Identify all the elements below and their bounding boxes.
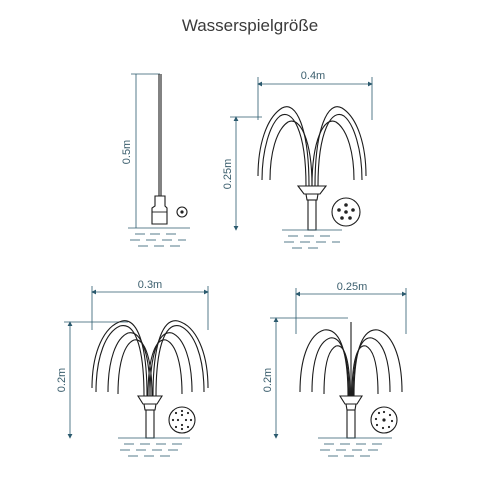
water-surface — [282, 229, 342, 249]
nozzle-head — [296, 185, 328, 195]
page-title: Wasserspielgröße — [181, 16, 319, 35]
nozzle-top-view — [168, 406, 196, 434]
nozzle-top-view — [331, 197, 361, 227]
nozzle-head — [137, 395, 163, 405]
nozzle-stem — [307, 199, 317, 231]
water-surface — [128, 227, 190, 247]
nozzle-collar — [305, 193, 319, 201]
height-label: 0.25m — [222, 159, 234, 190]
height-label: 0.2m — [262, 368, 274, 392]
nozzle-stem — [145, 409, 155, 439]
nozzle-top-view — [370, 406, 398, 434]
height-label: 0.5m — [121, 140, 133, 164]
width-label: 0.4m — [301, 70, 325, 82]
width-label: 0.3m — [138, 279, 162, 291]
figure-crown: 0.25m 0.2m — [262, 281, 407, 457]
figure-tulip-small: 0.3m 0.2m — [56, 279, 209, 457]
figure-single-jet: 0.5m — [121, 73, 190, 247]
nozzle-head — [339, 395, 363, 405]
figure-tulip-large: 0.4m 0.25m — [222, 70, 373, 249]
water-surface — [318, 437, 392, 457]
water-arcs — [299, 322, 403, 397]
height-label: 0.2m — [56, 368, 68, 392]
nozzle-stem — [346, 409, 356, 439]
nozzle-body — [151, 195, 168, 225]
width-label: 0.25m — [337, 281, 368, 293]
water-arcs — [91, 320, 209, 397]
water-surface — [118, 437, 190, 457]
nozzle-hole — [180, 210, 184, 214]
nozzle-collar — [345, 403, 357, 411]
water-arcs — [257, 106, 367, 187]
nozzle-collar — [143, 403, 157, 411]
